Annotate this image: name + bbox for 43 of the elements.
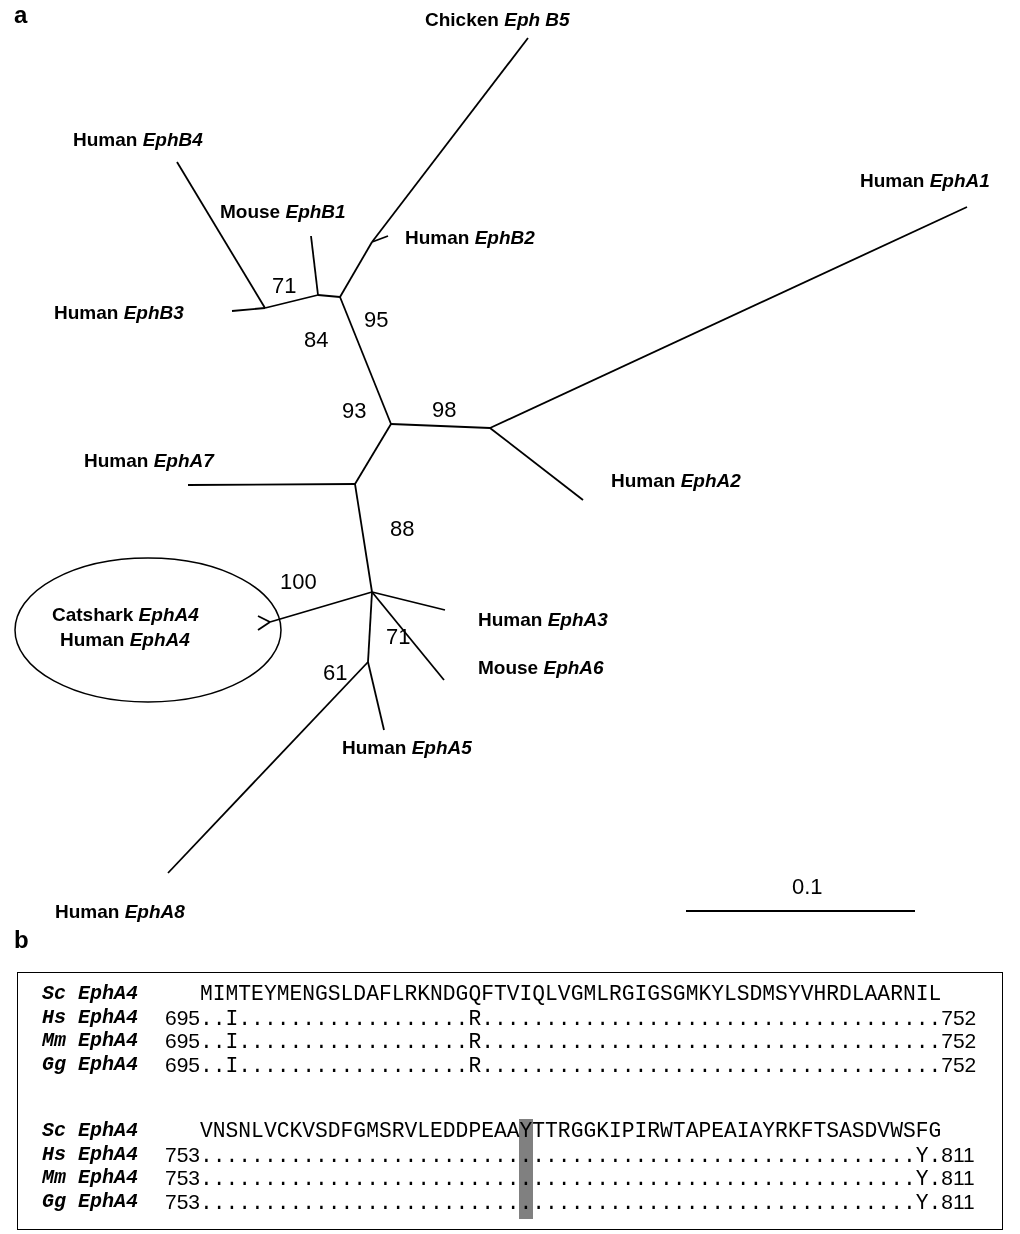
sequence-row: 695..I..................R....................................752 <box>164 1006 977 1030</box>
species-label: Human EphA1 <box>860 170 990 192</box>
species-label: Gg EphA4 <box>42 1190 138 1213</box>
panel-letter: b <box>14 928 29 952</box>
species-label: Human EphA4 <box>60 629 190 651</box>
sequence-row: 753........................................................Y.811 <box>164 1167 975 1190</box>
species-label: Human EphA8 <box>55 901 185 923</box>
bootstrap-value: 71 <box>272 274 297 298</box>
species-label: Mouse EphA6 <box>478 657 604 679</box>
bootstrap-value: 100 <box>280 570 317 594</box>
species-label: Human EphB3 <box>54 302 184 324</box>
species-label: Chicken Eph B5 <box>425 9 570 31</box>
species-label: Sc EphA4 <box>42 1120 138 1142</box>
species-label: Human EphB4 <box>73 129 203 151</box>
species-label: Mouse EphB1 <box>220 201 346 223</box>
sequence-row: MIMTEYMENGSLDAFLRKNDGQFTVIQLVGMLRGIGSGMKYLSDMSYVHRDLAARNIL <box>200 983 942 1005</box>
species-label: Human EphA5 <box>342 737 472 759</box>
bootstrap-value: 84 <box>304 328 329 352</box>
bootstrap-value: 71 <box>386 625 411 649</box>
species-label: Hs EphA4 <box>42 1143 138 1166</box>
species-label: Sc EphA4 <box>42 983 138 1005</box>
species-label: Human EphA7 <box>84 450 214 472</box>
species-label: Catshark EphA4 <box>52 604 199 626</box>
species-label: Gg EphA4 <box>42 1053 138 1076</box>
bootstrap-value: 61 <box>323 661 348 685</box>
species-label: Hs EphA4 <box>42 1006 138 1029</box>
species-label: Human EphA2 <box>611 470 741 492</box>
bootstrap-value: 98 <box>432 398 457 422</box>
scale-label: 0.1 <box>792 875 823 899</box>
species-label: Human EphB2 <box>405 227 535 249</box>
bootstrap-value: 93 <box>342 399 367 423</box>
species-label: Mm EphA4 <box>42 1167 138 1189</box>
sequence-row: 753........................................................Y.811 <box>164 1190 975 1214</box>
bootstrap-value: 95 <box>364 308 389 332</box>
species-label: Mm EphA4 <box>42 1030 138 1052</box>
species-label: Human EphA3 <box>478 609 608 631</box>
sequence-row: 753........................................................Y.811 <box>164 1143 975 1167</box>
bootstrap-value: 88 <box>390 517 415 541</box>
sequence-row: 695..I..................R....................................752 <box>164 1053 977 1077</box>
sequence-row: VNSNLVCKVSDFGMSRVLEDDPEAAYTTRGGKIPIRWTAPEAIAYRKFTSASDVWSFG <box>200 1120 942 1142</box>
alignment-panel <box>17 972 1003 1230</box>
sequence-row: 695..I..................R....................................752 <box>164 1030 977 1053</box>
panel-letter: a <box>14 3 28 27</box>
